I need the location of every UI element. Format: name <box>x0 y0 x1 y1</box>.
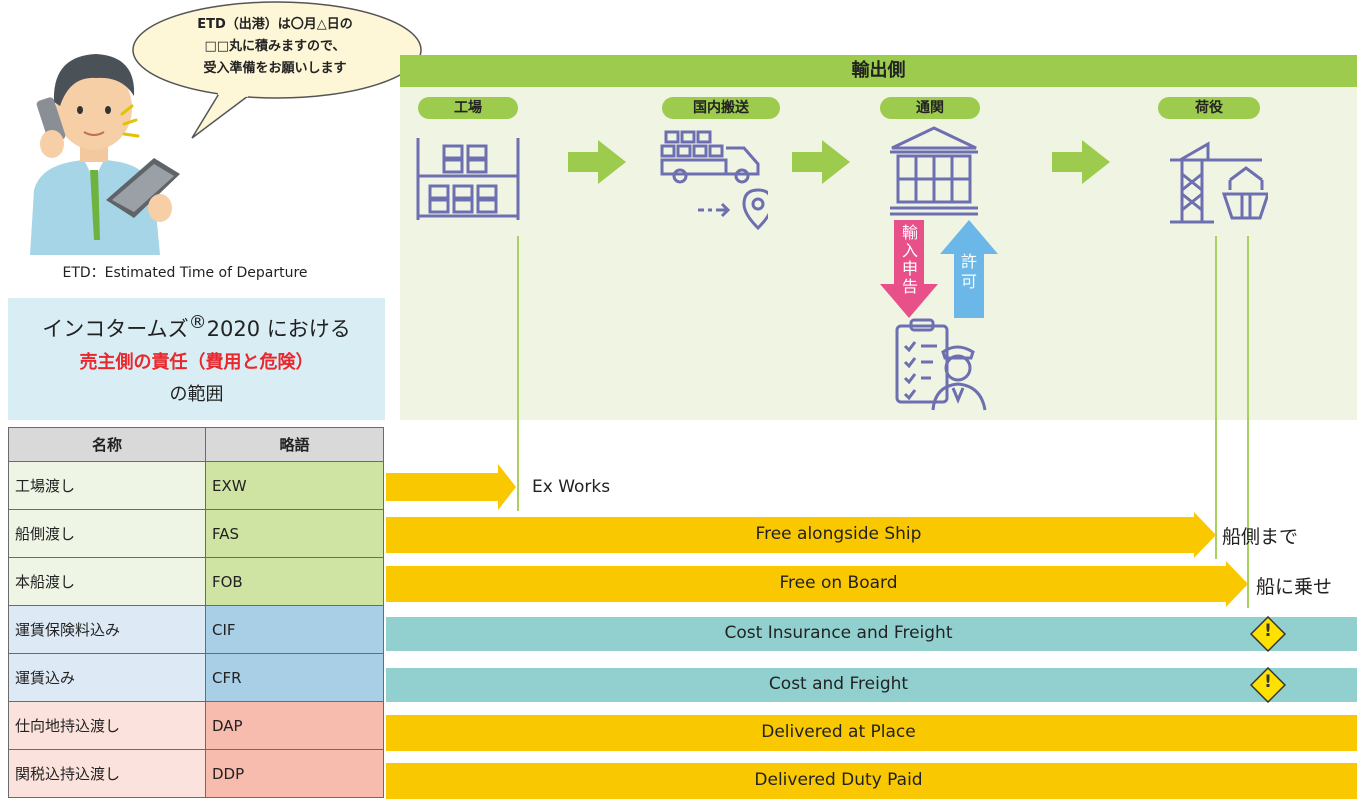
term-name: 船側渡し <box>8 509 206 558</box>
speech-bubble-text: ETD（出港）は〇月△日の □□丸に積みますので、 受入準備をお願いします <box>150 14 400 80</box>
fas-boundary-line <box>1215 236 1217 559</box>
table-header-row: 名称 略語 <box>8 427 384 462</box>
flow-arrow-icon <box>1052 140 1110 184</box>
ddp-bar-label: Delivered Duty Paid <box>754 770 923 790</box>
incoterms-word: インコタームズ <box>42 317 189 341</box>
cfr-warning-icon <box>1250 667 1286 703</box>
fob-bar-label: Free on Board <box>779 573 898 593</box>
customs-building-icon <box>890 126 978 216</box>
term-name: 工場渡し <box>8 461 206 510</box>
speech-bubble <box>132 1 422 139</box>
cif-responsibility-band <box>386 617 1357 651</box>
term-abbr: FOB <box>205 557 384 606</box>
term-abbr: DAP <box>205 701 384 750</box>
term-abbr: EXW <box>205 461 384 510</box>
cfr-responsibility-band <box>386 668 1357 702</box>
etd-definition: ETD：Estimated Time of Departure <box>62 265 308 281</box>
factory-warehouse-icon <box>416 138 520 220</box>
cif-warning-mark: ! <box>1264 621 1272 641</box>
exw-boundary-line <box>517 236 519 511</box>
stage-domestic-transport-label: 国内搬送 <box>662 97 780 119</box>
scope-label: の範囲 <box>169 384 224 405</box>
column-header-abbr: 略語 <box>205 427 384 462</box>
fob-boundary-line <box>1247 236 1249 608</box>
dap-responsibility-band <box>386 715 1357 751</box>
import-declaration-label: 輸入申告 <box>901 223 918 296</box>
incoterms-year: 2020 における <box>206 317 351 341</box>
customs-officer-clipboard-icon <box>895 318 987 411</box>
dap-bar-label: Delivered at Place <box>761 722 916 742</box>
term-abbr: CFR <box>205 653 384 702</box>
speech-line-3: 受入準備をお願いします <box>203 61 347 76</box>
cif-bar-label: Cost Insurance and Freight <box>724 623 953 643</box>
businessman-on-phone-illustration <box>30 54 180 255</box>
cfr-warning-mark: ! <box>1264 672 1272 692</box>
port-crane-ship-icon <box>1170 141 1268 224</box>
delivery-truck-icon <box>660 130 768 231</box>
stage-cargo-handling-label: 荷役 <box>1158 97 1260 119</box>
declaration-down-arrow-icon <box>880 220 938 318</box>
cif-warning-icon <box>1250 616 1286 652</box>
term-name: 運賃保険料込み <box>8 605 206 654</box>
exw-responsibility-arrow <box>386 464 516 510</box>
term-name: 本船渡し <box>8 557 206 606</box>
ddp-responsibility-band <box>386 763 1357 799</box>
term-name: 運賃込み <box>8 653 206 702</box>
fas-bar-label: Free alongside Ship <box>755 524 922 544</box>
seller-responsibility-highlight: 売主側の責任（費用と危険） <box>79 352 314 373</box>
fob-end-label: 船に乗せ <box>1256 576 1333 598</box>
flow-arrow-icon <box>792 140 850 184</box>
stage-factory-label: 工場 <box>418 97 518 119</box>
speech-line-1: ETD（出港）は〇月△日の <box>197 17 353 32</box>
term-abbr: CIF <box>205 605 384 654</box>
registered-mark: ® <box>188 312 207 333</box>
speech-line-2: □□丸に積みますので、 <box>204 39 346 54</box>
incoterms-title-line: インコタームズ®2020 における <box>8 312 385 343</box>
term-name: 仕向地持込渡し <box>8 701 206 750</box>
term-abbr: FAS <box>205 509 384 558</box>
permission-label: 許可 <box>960 252 977 291</box>
fob-responsibility-arrow <box>386 561 1248 607</box>
exw-bar-label: Ex Works <box>532 477 611 497</box>
flow-arrow-icon <box>568 140 626 184</box>
fas-responsibility-arrow <box>386 512 1216 558</box>
export-side-header: 輸出側 <box>400 55 1357 87</box>
term-name: 関税込持込渡し <box>8 749 206 798</box>
column-header-name: 名称 <box>8 427 206 462</box>
permission-up-arrow-icon <box>940 220 998 318</box>
stage-customs-label: 通関 <box>880 97 980 119</box>
cfr-bar-label: Cost and Freight <box>768 674 909 694</box>
fas-end-label: 船側まで <box>1222 526 1299 548</box>
incoterms-scope-box: インコタームズ®2020 における 売主側の責任（費用と危険） の範囲 <box>8 298 385 420</box>
term-abbr: DDP <box>205 749 384 798</box>
